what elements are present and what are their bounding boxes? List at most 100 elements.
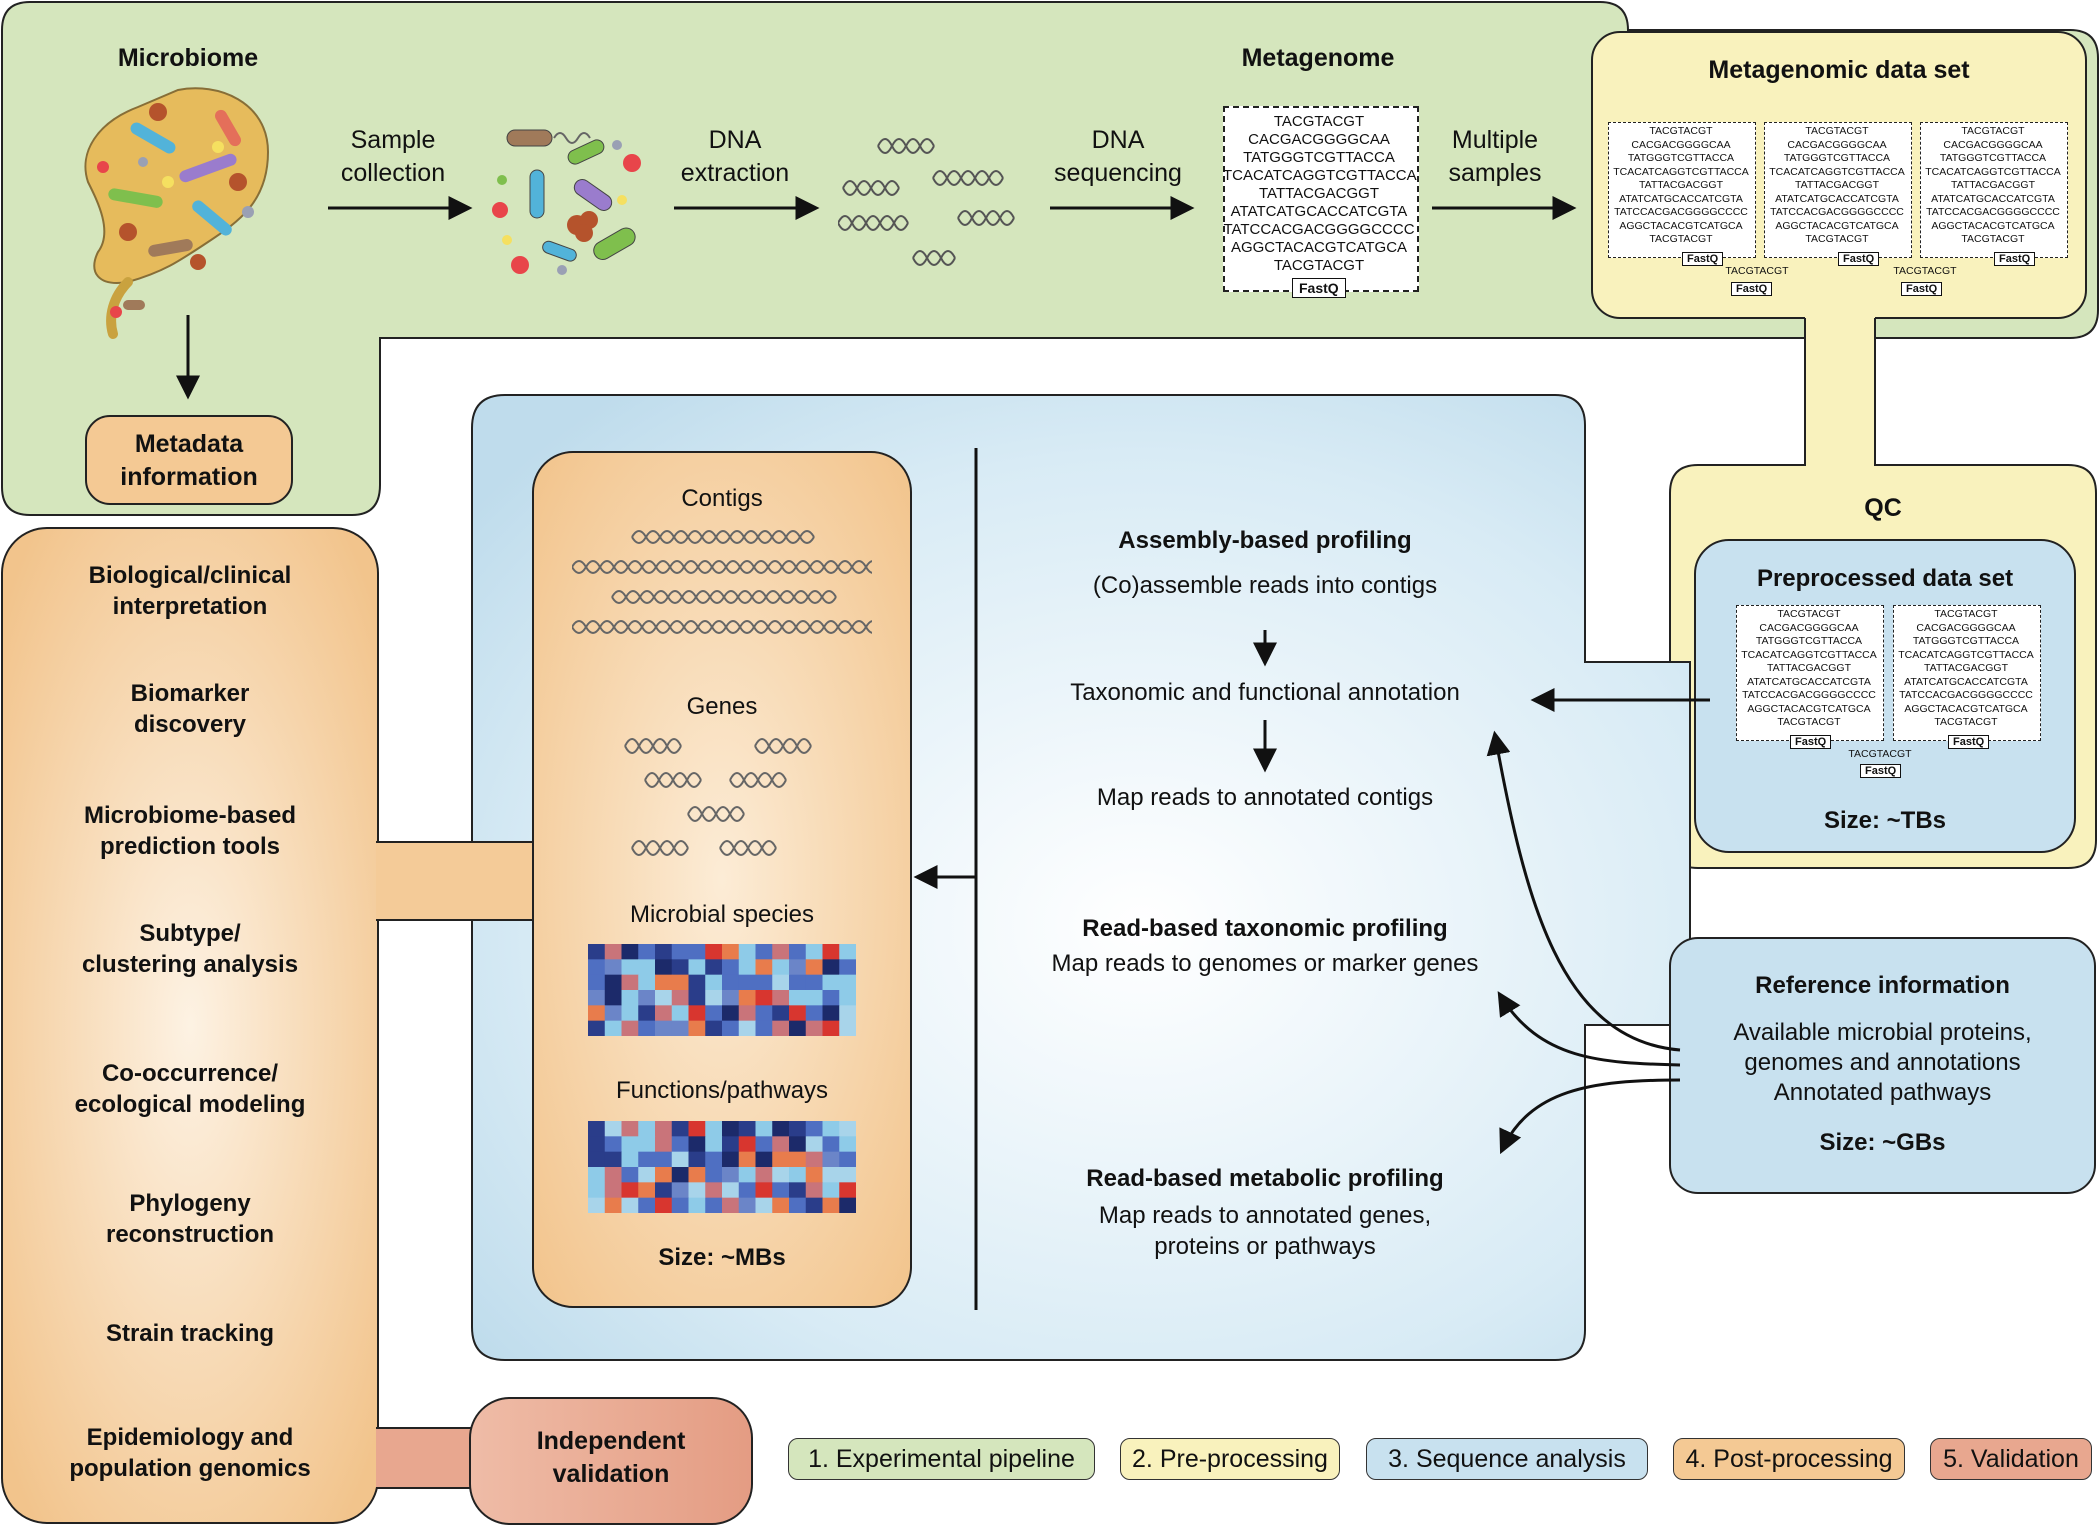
heatmap-cell: [621, 944, 639, 960]
read-line: ATATCATGCACCATCGTA: [1775, 192, 1899, 205]
reference-title: Reference information: [1755, 972, 2010, 999]
heatmap-cell: [705, 944, 723, 960]
heatmap-cell: [789, 1020, 807, 1036]
heatmap-cell: [722, 944, 740, 960]
heatmap-cell: [822, 1121, 840, 1137]
read-line: CACGACGGGGCAA: [1943, 138, 2043, 151]
read-line: TATCCACGACGGGGCCCC: [1926, 206, 2060, 218]
results-size-label: Size: ~MBs: [658, 1244, 786, 1271]
postprocessing-item-line: population genomics: [69, 1455, 311, 1483]
heatmap-cell: [738, 990, 756, 1006]
contig-strand: [572, 565, 872, 574]
heatmap-cell: [588, 959, 606, 976]
legend-sequence-analysis: 3. Sequence analysis: [1366, 1438, 1648, 1480]
postprocessing-item-line: Microbiome-based: [83, 802, 297, 829]
heatmap-cell: [671, 1020, 689, 1036]
fastq-tag: FastQ: [1901, 282, 1943, 296]
heatmap-cell: [805, 1167, 823, 1183]
heatmap-cell: [805, 1121, 823, 1137]
postprocessing-item-line: Subtype/: [139, 920, 241, 947]
heatmap-cell: [671, 1182, 689, 1199]
contig-strand: [631, 530, 815, 539]
heatmap-cell: [772, 1020, 790, 1036]
validation-connector: [376, 1428, 476, 1488]
qc-label: QC: [1864, 494, 1902, 522]
postprocessing-item: Epidemiology and population genomics: [10, 1422, 370, 1484]
microbiome-gut-illustration: [84, 87, 270, 339]
heatmap-cell: [738, 1197, 756, 1213]
heatmap-cell: [588, 1197, 606, 1213]
heatmap-cell: [671, 1151, 689, 1168]
heatmap-cell: [805, 1151, 823, 1168]
heatmap-cell: [621, 1197, 639, 1213]
heatmap-cell: [789, 1151, 807, 1168]
read-line: TATGGGTCGTTACCA: [1783, 152, 1891, 164]
heatmap-cell: [738, 974, 756, 991]
heatmap-cell: [621, 1151, 639, 1168]
read-line: TATGGGTCGTTACCA: [1939, 152, 2047, 164]
heatmap-cell: [688, 959, 706, 976]
heatmap-cell: [722, 1136, 740, 1153]
read-line: TATCCACGACGGGGCCCC: [1770, 206, 1904, 218]
read-line: CACGACGGGGCAA: [1631, 138, 1731, 151]
heatmap-cell: [655, 974, 673, 991]
heatmap-cell: [772, 1136, 790, 1153]
heatmap-cell: [671, 1197, 689, 1213]
heatmap-cell: [738, 1121, 756, 1137]
validation-box: [469, 1397, 753, 1525]
heatmap-cell: [755, 1151, 773, 1168]
read-line: TCACATCAGGTCGTTACCA: [1898, 648, 2034, 661]
heatmap-cell: [822, 1005, 840, 1022]
read-line: TACGTACGT: [1649, 125, 1713, 137]
heatmap-cell: [705, 1121, 723, 1137]
heatmap-cell: [705, 959, 723, 976]
heatmap-cell: [638, 974, 656, 991]
legend-post-processing: 4. Post-processing: [1673, 1438, 1905, 1480]
heatmap-cell: [655, 1121, 673, 1137]
qc-size-label: Size: ~TBs: [1823, 807, 1947, 834]
heatmap-cell: [621, 1167, 639, 1183]
read-line: TCACATCAGGTCGTTACCA: [1925, 165, 2061, 178]
heatmap-cell: [655, 1151, 673, 1168]
metagenome-reads-card: [1223, 106, 1419, 292]
read-line: TATCCACGACGGGGCCCC: [1899, 689, 2033, 701]
fastq-tag: FastQ: [1994, 252, 2036, 266]
heatmap-cell: [789, 1005, 807, 1022]
read-line: AGGCTACACGTCATGCA: [1931, 219, 2055, 232]
metadata-box: [85, 415, 293, 505]
qc-connector: [1805, 316, 1875, 466]
heatmap-cell: [839, 1020, 856, 1036]
heatmap-cell: [805, 990, 823, 1006]
postprocessing-item-line: clustering analysis: [81, 951, 299, 979]
bottom-read: TACGTACGT: [1848, 748, 1912, 760]
read-line: AGGCTACACGTCATGCA: [1775, 219, 1899, 232]
legend-validation: 5. Validation: [1930, 1438, 2092, 1480]
contig-strand: [572, 560, 872, 569]
heatmap-cell: [722, 974, 740, 991]
postprocessing-item-line: Epidemiology and: [86, 1424, 294, 1451]
heatmap-cell: [588, 1121, 606, 1137]
heatmap-cell: [655, 1197, 673, 1213]
heatmap-cell: [839, 1005, 856, 1022]
heatmap-cell: [722, 1167, 740, 1183]
postprocessing-item-line: discovery: [133, 711, 247, 739]
read-line: TCACATCAGGTCGTTACCA: [1223, 167, 1417, 184]
heatmap-cell: [705, 974, 723, 991]
read-line: TACGTACGT: [1777, 716, 1841, 728]
genes-label: Genes: [686, 693, 758, 720]
read-line: TATTACGACGGT: [1259, 185, 1379, 202]
heatmap-cell: [839, 1151, 856, 1168]
heatmap-cell: [655, 1167, 673, 1183]
heatmap-cell: [839, 959, 856, 976]
heatmap-cell: [671, 959, 689, 976]
heatmap-cell: [588, 974, 606, 991]
postprocessing-item-line: reconstruction: [105, 1221, 275, 1249]
heatmap-cell: [789, 959, 807, 976]
read-line: ATATCATGCACCATCGTA: [1747, 675, 1871, 688]
postprocessing-item: Strain tracking: [10, 1318, 370, 1349]
heatmap-cell: [621, 1182, 639, 1199]
heatmap-cell: [588, 944, 606, 960]
